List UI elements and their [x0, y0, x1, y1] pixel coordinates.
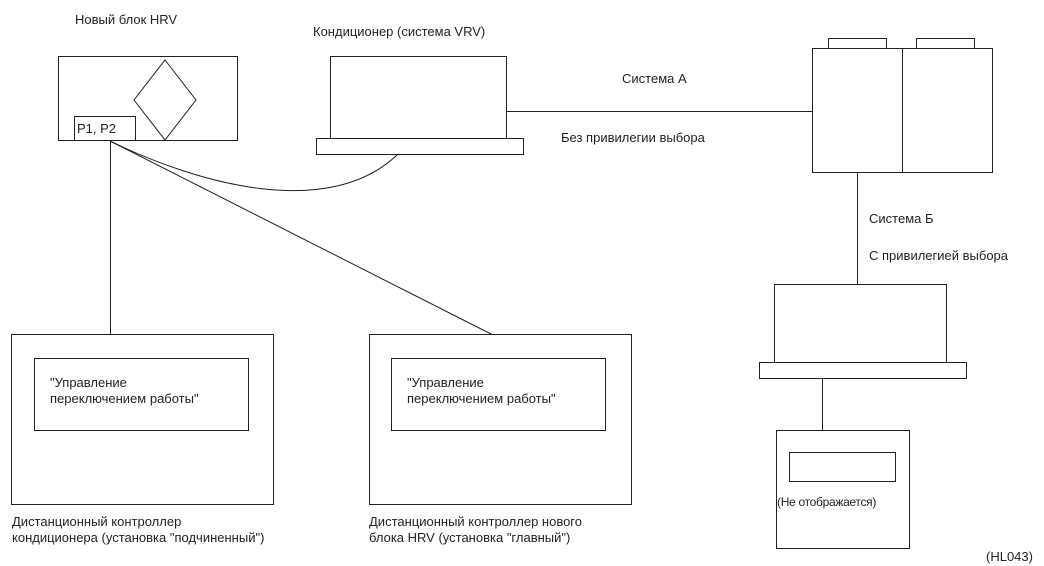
with-priority-label: С привилегией выбора	[869, 248, 1009, 263]
remote-mid-box	[369, 334, 632, 505]
indoor-unit-label: Кондиционер (система VRV)	[313, 24, 486, 39]
remote-left-caption: Дистанционный контроллер кондиционера (у…	[12, 514, 265, 545]
hrv-unit-box	[58, 56, 238, 141]
remote-left-screen-text: "Управление переключением работы"	[50, 375, 199, 406]
figure-code: (HL043)	[986, 549, 1033, 564]
remote-b-box	[776, 430, 910, 549]
remote-b-screen	[789, 452, 896, 482]
remote-mid-caption: Дистанционный контроллер нового блока HR…	[369, 514, 582, 545]
indoor-unit-panel	[316, 138, 524, 155]
indoor-unit-b-panel	[759, 362, 967, 379]
port-label: P1, P2	[77, 121, 117, 136]
system-b-label: Система Б	[869, 211, 934, 226]
hrv-heat-exchanger-diamond	[133, 59, 197, 141]
outdoor-unit-fan-right	[916, 38, 975, 49]
hrv-unit-label: Новый блок HRV	[75, 12, 178, 27]
remote-left-screen	[34, 358, 249, 431]
remote-left-box	[11, 334, 274, 505]
no-priority-label: Без привилегии выбора	[561, 130, 705, 145]
hrv-port-box	[74, 116, 136, 141]
remote-b-screen-text: (Не отображается)	[777, 495, 877, 509]
indoor-unit-b-body	[774, 284, 947, 363]
outdoor-unit-fan-left	[828, 38, 887, 49]
remote-mid-screen	[391, 358, 606, 431]
wire-to-indoor-unit	[109, 140, 399, 192]
indoor-unit-body	[330, 56, 507, 139]
wire-to-remote-mid	[109, 140, 493, 335]
remote-mid-screen-text: "Управление переключением работы"	[407, 375, 556, 406]
system-a-label: Система А	[622, 71, 687, 86]
